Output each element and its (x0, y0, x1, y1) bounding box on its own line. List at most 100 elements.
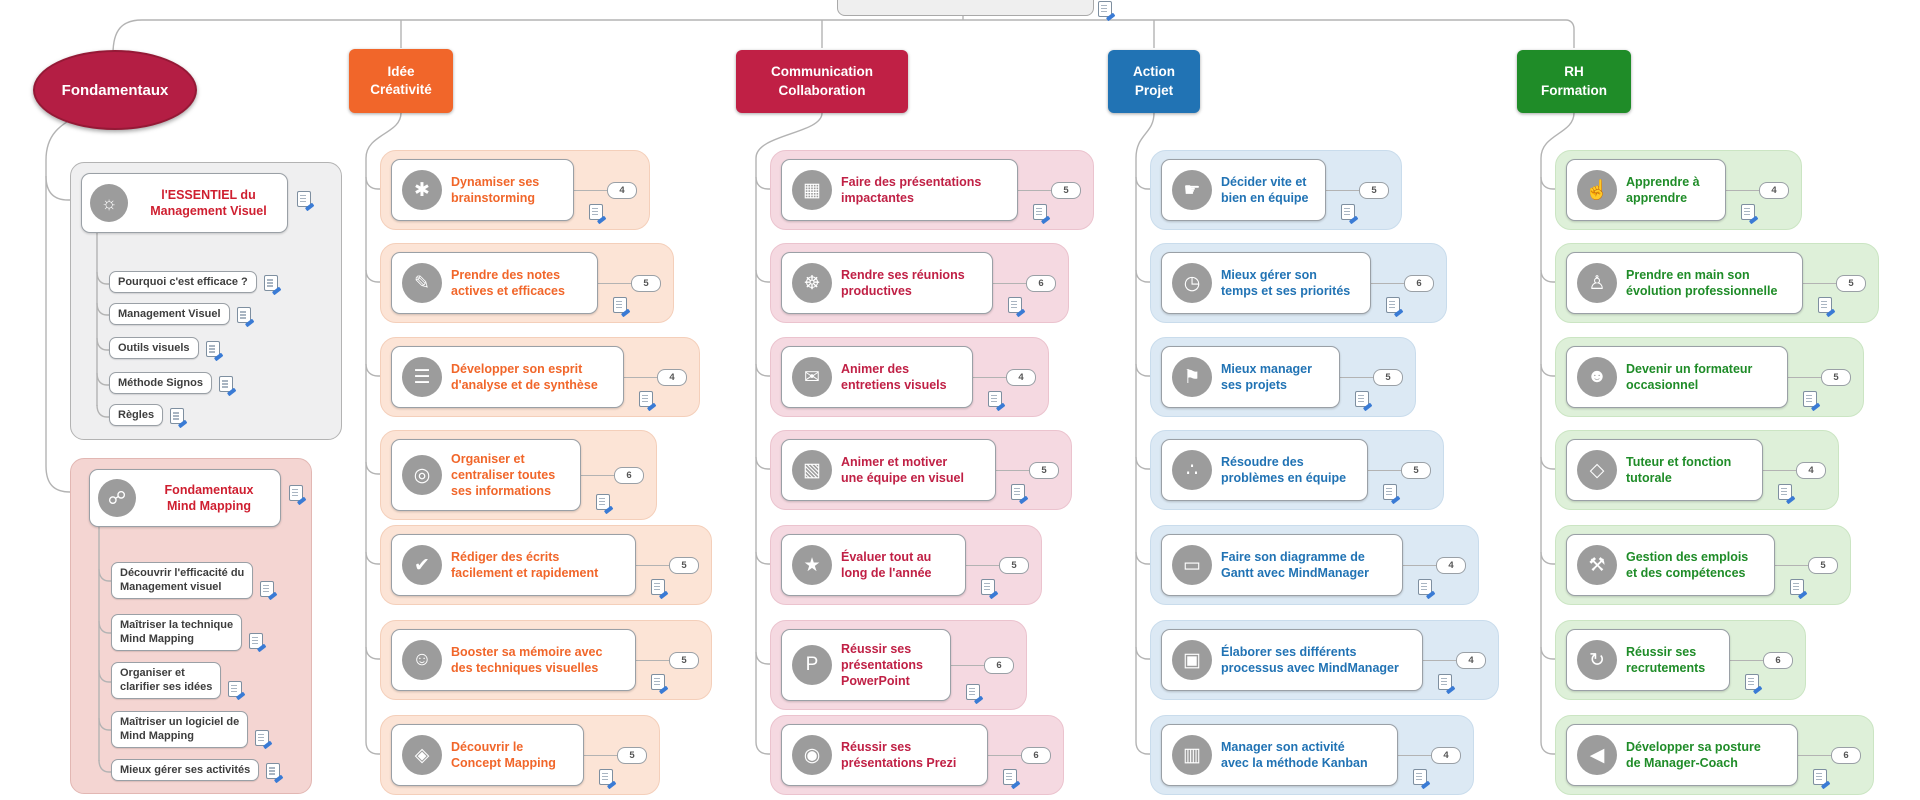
subtopic-count-badge[interactable]: 5 (631, 275, 661, 292)
subtopic-count-badge[interactable]: 5 (1359, 182, 1389, 199)
topic-notes-icon[interactable] (589, 204, 603, 220)
topic-card[interactable]: ☺ Booster sa mémoire avec des techniques… (391, 629, 636, 691)
topic-notes-icon[interactable] (651, 674, 665, 690)
topic-notes-icon[interactable] (1386, 297, 1400, 313)
topic-card[interactable]: ⚑ Mieux manager ses projets (1161, 346, 1340, 408)
topic-card[interactable]: ▧ Animer et motiver une équipe en visuel (781, 439, 996, 501)
subtopic-methode-signos[interactable]: Méthode Signos (109, 372, 233, 395)
section-card-mind-mapping[interactable]: ☍ Fondamentaux Mind Mapping (89, 469, 281, 527)
subtopic-mieux-gerer-activites[interactable]: Mieux gérer ses activités (111, 759, 281, 782)
subtopic-count-badge[interactable]: 5 (1029, 462, 1059, 479)
topic-notes-icon[interactable] (1413, 769, 1427, 785)
branch-header-fondamentaux[interactable]: Fondamentaux (33, 50, 197, 130)
topic-card[interactable]: ◈ Découvrir le Concept Mapping (391, 724, 584, 786)
subtopic-label[interactable]: Maîtriser un logiciel de Mind Mapping (111, 711, 249, 748)
subtopic-count-badge[interactable]: 5 (999, 557, 1029, 574)
topic-card[interactable]: ▥ Manager son activité avec la méthode K… (1161, 724, 1398, 786)
topic-card[interactable]: ◉ Réussir ses présentations Prezi (781, 724, 988, 786)
topic-notes-icon[interactable] (205, 341, 220, 358)
topic-card[interactable]: ☻ Devenir un formateur occasionnel (1566, 346, 1788, 408)
subtopic-count-badge[interactable]: 6 (1831, 747, 1861, 764)
topic-notes-icon[interactable] (966, 684, 980, 700)
topic-notes-icon[interactable] (263, 275, 278, 292)
subtopic-count-badge[interactable]: 5 (617, 747, 647, 764)
topic-notes-icon[interactable] (1741, 204, 1755, 220)
topic-card[interactable]: ◎ Organiser et centraliser toutes ses in… (391, 439, 581, 511)
topic-notes-icon[interactable] (988, 391, 1002, 407)
topic-notes-icon[interactable] (297, 191, 311, 207)
subtopic-decouvrir-efficacite[interactable]: Découvrir l'efficacité du Management vis… (111, 562, 275, 599)
topic-notes-icon[interactable] (266, 763, 281, 780)
topic-card[interactable]: ♙ Prendre en main son évolution professi… (1566, 252, 1803, 314)
topic-card[interactable]: ⚒ Gestion des emplois et des compétences (1566, 534, 1775, 596)
topic-card[interactable]: ☝ Apprendre à apprendre (1566, 159, 1726, 221)
subtopic-label[interactable]: Méthode Signos (109, 372, 212, 395)
topic-notes-icon[interactable] (1790, 579, 1804, 595)
subtopic-count-badge[interactable]: 5 (1821, 369, 1851, 386)
subtopic-count-badge[interactable]: 6 (1021, 747, 1051, 764)
topic-notes-icon[interactable] (596, 494, 610, 510)
subtopic-count-badge[interactable]: 5 (1401, 462, 1431, 479)
topic-card[interactable]: ↻ Réussir ses recrutements (1566, 629, 1730, 691)
topic-card[interactable]: ∴ Résoudre des problèmes en équipe (1161, 439, 1368, 501)
topic-notes-icon[interactable] (1008, 297, 1022, 313)
topic-notes-icon[interactable] (289, 485, 303, 501)
subtopic-maitriser-technique[interactable]: Maîtriser la technique Mind Mapping (111, 614, 264, 651)
subtopic-count-badge[interactable]: 6 (1026, 275, 1056, 292)
subtopic-label[interactable]: Découvrir l'efficacité du Management vis… (111, 562, 254, 599)
subtopic-count-badge[interactable]: 4 (1431, 747, 1461, 764)
topic-card[interactable]: ▣ Élaborer ses différents processus avec… (1161, 629, 1423, 691)
subtopic-count-badge[interactable]: 6 (1404, 275, 1434, 292)
subtopic-label[interactable]: Mieux gérer ses activités (111, 759, 260, 782)
central-topic-partial[interactable] (837, 0, 1094, 16)
central-notes-icon[interactable] (1098, 1, 1112, 17)
topic-card[interactable]: ✉ Animer des entretiens visuels (781, 346, 973, 408)
subtopic-organiser-clarifier[interactable]: Organiser et clarifier ses idées (111, 662, 243, 699)
topic-notes-icon[interactable] (1803, 391, 1817, 407)
subtopic-count-badge[interactable]: 5 (1836, 275, 1866, 292)
topic-notes-icon[interactable] (218, 376, 233, 393)
subtopic-count-badge[interactable]: 4 (657, 369, 687, 386)
topic-notes-icon[interactable] (1011, 484, 1025, 500)
topic-notes-icon[interactable] (981, 579, 995, 595)
topic-notes-icon[interactable] (249, 632, 264, 649)
branch-header-action-projet[interactable]: Action Projet (1108, 50, 1200, 113)
branch-header-idee-creativite[interactable]: Idée Créativité (349, 49, 453, 113)
topic-notes-icon[interactable] (1341, 204, 1355, 220)
subtopic-label[interactable]: Règles (109, 404, 164, 427)
topic-card[interactable]: P Réussir ses présentations PowerPoint (781, 629, 951, 701)
topic-card[interactable]: ▭ Faire son diagramme de Gantt avec Mind… (1161, 534, 1403, 596)
topic-card[interactable]: ◀ Développer sa posture de Manager-Coach (1566, 724, 1798, 786)
subtopic-count-badge[interactable]: 5 (1373, 369, 1403, 386)
topic-notes-icon[interactable] (1813, 769, 1827, 785)
topic-card[interactable]: ★ Évaluer tout au long de l'année (781, 534, 966, 596)
topic-notes-icon[interactable] (1438, 674, 1452, 690)
topic-card[interactable]: ◷ Mieux gérer son temps et ses priorités (1161, 252, 1371, 314)
topic-notes-icon[interactable] (170, 408, 185, 425)
topic-notes-icon[interactable] (1033, 204, 1047, 220)
topic-notes-icon[interactable] (639, 391, 653, 407)
topic-notes-icon[interactable] (1778, 484, 1792, 500)
branch-header-communication-collaboration[interactable]: Communication Collaboration (736, 50, 908, 113)
topic-card[interactable]: ☸ Rendre ses réunions productives (781, 252, 993, 314)
topic-notes-icon[interactable] (1418, 579, 1432, 595)
subtopic-count-badge[interactable]: 4 (1436, 557, 1466, 574)
subtopic-label[interactable]: Pourquoi c'est efficace ? (109, 271, 257, 294)
branch-header-rh-formation[interactable]: RH Formation (1517, 50, 1631, 113)
subtopic-count-badge[interactable]: 6 (614, 467, 644, 484)
subtopic-count-badge[interactable]: 6 (984, 657, 1014, 674)
subtopic-label[interactable]: Management Visuel (109, 303, 230, 326)
topic-card[interactable]: ☛ Décider vite et bien en équipe (1161, 159, 1326, 221)
subtopic-count-badge[interactable]: 6 (1763, 652, 1793, 669)
subtopic-label[interactable]: Organiser et clarifier ses idées (111, 662, 222, 699)
subtopic-management-visuel[interactable]: Management Visuel (109, 303, 251, 326)
subtopic-maitriser-logiciel[interactable]: Maîtriser un logiciel de Mind Mapping (111, 711, 270, 748)
subtopic-outils-visuels[interactable]: Outils visuels (109, 337, 220, 360)
subtopic-count-badge[interactable]: 4 (607, 182, 637, 199)
topic-notes-icon[interactable] (651, 579, 665, 595)
subtopic-count-badge[interactable]: 5 (1808, 557, 1838, 574)
topic-card[interactable]: ✔ Rédiger des écrits facilement et rapid… (391, 534, 636, 596)
topic-card[interactable]: ◇ Tuteur et fonction tutorale (1566, 439, 1763, 501)
topic-notes-icon[interactable] (228, 680, 243, 697)
topic-notes-icon[interactable] (255, 729, 270, 746)
